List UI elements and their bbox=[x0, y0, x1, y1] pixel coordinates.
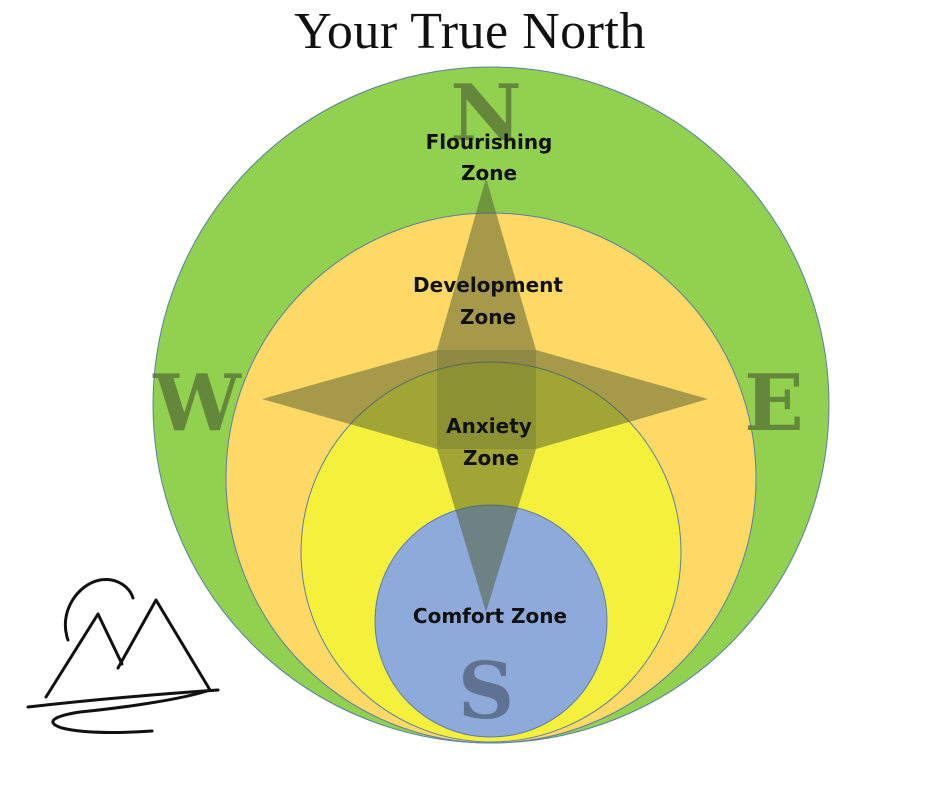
development-zone-label-line1: Development bbox=[413, 273, 563, 297]
compass-star-shape bbox=[262, 178, 708, 612]
anxiety-zone-label-line1: Anxiety bbox=[446, 414, 532, 438]
flourishing-zone-label-line2: Zone bbox=[461, 161, 517, 185]
flourishing-zone-label-line1: Flourishing bbox=[426, 130, 553, 154]
compass-star bbox=[262, 178, 708, 612]
compass-east-letter: E bbox=[744, 358, 803, 449]
compass-star-center bbox=[437, 350, 536, 449]
compass-south-letter: S bbox=[458, 646, 514, 737]
compass-west-letter: W bbox=[152, 358, 242, 449]
development-zone-label-line2: Zone bbox=[460, 305, 516, 329]
comfort-zone-label: Comfort Zone bbox=[413, 604, 567, 628]
compass-north-letter: N bbox=[450, 68, 521, 159]
diagram-title: Your True North bbox=[294, 3, 646, 60]
mountain-logo-icon bbox=[26, 578, 220, 735]
anxiety-zone-label-line2: Zone bbox=[463, 446, 519, 470]
